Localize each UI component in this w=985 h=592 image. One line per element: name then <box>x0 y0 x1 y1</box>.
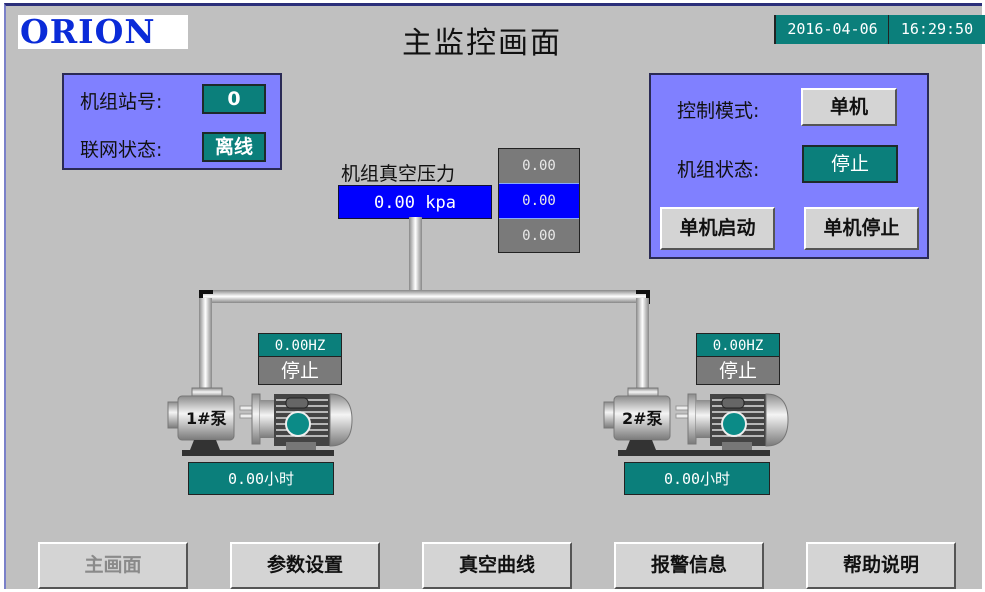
page-title: 主监控画面 <box>402 26 562 61</box>
nav-vacuum-curve-button[interactable]: 真空曲线 <box>422 542 572 589</box>
vacuum-pressure-value: 0.00 kpa <box>338 185 492 219</box>
date-display: 2016-04-06 <box>774 15 889 44</box>
hmi-screen: ORION 主监控画面 2016-04-06 16:29:50 机组站号: 0 … <box>4 3 985 589</box>
pump-icon <box>603 387 789 456</box>
nav-alarm-info-button[interactable]: 报警信息 <box>614 542 764 589</box>
network-status-label: 联网状态: <box>80 139 163 161</box>
nav-parameter-settings-button[interactable]: 参数设置 <box>230 542 380 589</box>
pump1-frequency: 0.00HZ <box>258 333 342 357</box>
nav-main-screen-button[interactable]: 主画面 <box>38 542 188 589</box>
pump1-status: 停止 <box>258 357 342 385</box>
pipe-elbow-right <box>636 290 650 304</box>
main-pipe-vertical <box>409 217 422 294</box>
station-number-value: 0 <box>202 84 266 114</box>
vacuum-pressure-label: 机组真空压力 <box>341 163 456 185</box>
control-mode-label: 控制模式: <box>677 100 760 122</box>
pump1-name: 1#泵 <box>186 409 227 428</box>
pressure-list-item[interactable]: 0.00 <box>522 228 556 244</box>
nav-help-button[interactable]: 帮助说明 <box>806 542 956 589</box>
pressure-list-item-selected[interactable]: 0.00 <box>499 183 579 219</box>
pressure-history-list[interactable]: 0.00 0.00 0.00 <box>498 148 580 253</box>
single-stop-button[interactable]: 单机停止 <box>804 207 919 250</box>
pump2-name: 2#泵 <box>622 409 663 428</box>
pump2-frequency: 0.00HZ <box>696 333 780 357</box>
unit-status-value: 停止 <box>802 145 898 183</box>
control-panel: 控制模式: 单机 机组状态: 停止 单机启动 单机停止 <box>649 73 929 259</box>
pressure-list-item[interactable]: 0.00 <box>522 158 556 174</box>
pump-icon <box>167 387 353 456</box>
time-display: 16:29:50 <box>888 15 985 44</box>
pump1-pipe <box>199 298 212 392</box>
main-pipe-horizontal <box>199 290 649 303</box>
single-start-button[interactable]: 单机启动 <box>660 207 775 250</box>
station-panel: 机组站号: 0 联网状态: 离线 <box>62 73 282 170</box>
unit-status-label: 机组状态: <box>677 159 760 181</box>
pump2-status: 停止 <box>696 357 780 385</box>
control-mode-button[interactable]: 单机 <box>801 88 897 126</box>
pump1-graphic[interactable]: 1#泵 <box>156 386 356 458</box>
pump2-runtime: 0.00小时 <box>624 462 770 495</box>
pump2-graphic[interactable]: 2#泵 <box>592 386 792 458</box>
orion-logo: ORION <box>18 15 188 49</box>
pipe-elbow-left <box>199 290 213 304</box>
pump2-pipe <box>636 298 649 392</box>
network-status-value: 离线 <box>202 132 266 162</box>
station-number-label: 机组站号: <box>80 91 163 113</box>
pump1-runtime: 0.00小时 <box>188 462 334 495</box>
